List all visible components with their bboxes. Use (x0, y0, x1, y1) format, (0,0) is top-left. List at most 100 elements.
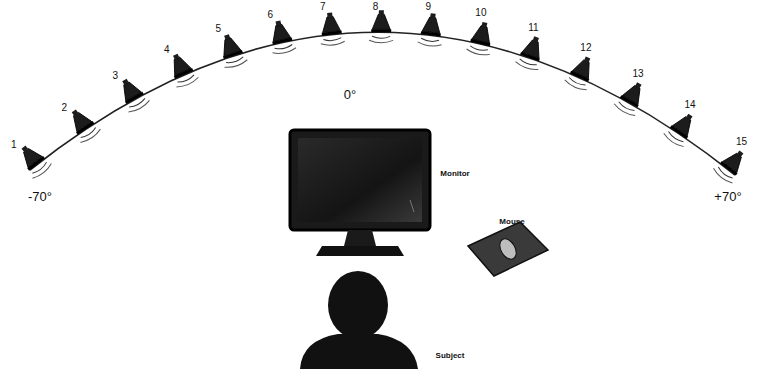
speaker-base (272, 37, 292, 44)
sound-wave (613, 104, 635, 118)
speaker-cone (723, 150, 746, 173)
speaker-cone (321, 16, 340, 33)
sound-wave (323, 38, 341, 42)
speaker-base (520, 52, 540, 61)
speaker-cap (430, 13, 435, 18)
speaker-cap (533, 36, 539, 41)
angle-label: 0° (344, 88, 356, 101)
sound-wave (515, 62, 539, 72)
callout-number: 1 (11, 140, 17, 150)
loudspeaker (564, 53, 599, 92)
callout-number: 14 (684, 100, 695, 110)
speaker-cone (69, 109, 92, 131)
speaker-cap (327, 12, 332, 17)
speaker-cone (119, 79, 142, 101)
sound-wave (80, 129, 101, 144)
callout-number: 10 (475, 8, 486, 18)
speaker-base (174, 68, 194, 79)
loudspeaker (662, 108, 700, 148)
speaker-cone (19, 145, 42, 168)
monitor (290, 130, 430, 256)
subject-shoulders (300, 334, 418, 369)
speaker-cap (22, 146, 28, 152)
sound-wave (466, 49, 490, 57)
subject-head (328, 271, 388, 339)
angle-label: +70° (714, 190, 741, 203)
speaker-base (470, 39, 490, 46)
sound-wave (372, 36, 390, 38)
mouse-body (496, 236, 519, 262)
speaker-cone (622, 83, 645, 105)
loudspeaker (114, 74, 151, 114)
sound-wave (273, 48, 297, 56)
sound-wave (564, 80, 587, 92)
loudspeaker (613, 78, 650, 118)
monitor-screen (298, 138, 422, 222)
speaker-cone (672, 113, 695, 135)
sound-wave (421, 38, 439, 42)
loudspeaker (369, 10, 393, 43)
loudspeaker (14, 140, 53, 180)
speaker-cap (72, 109, 78, 115)
loudspeaker (515, 33, 548, 72)
callout-number: 12 (580, 43, 591, 53)
loudspeaker (164, 50, 199, 89)
speaker-base (371, 29, 391, 32)
callout-number: 2 (62, 103, 68, 113)
sound-wave (224, 60, 248, 70)
speaker-base (223, 50, 243, 59)
sound-wave (129, 98, 146, 108)
callout-number: 15 (736, 137, 747, 147)
sound-wave (519, 59, 537, 67)
monitor-base (316, 246, 404, 256)
speaker-cone (422, 16, 442, 33)
sound-wave (226, 57, 244, 65)
callout-number: 5 (216, 24, 222, 34)
sound-wave (128, 100, 150, 114)
speaker-base (421, 31, 441, 36)
loudspeaker (64, 104, 102, 144)
sound-wave (417, 42, 441, 47)
loudspeaker (417, 12, 445, 47)
mouse-pad (468, 222, 548, 276)
screen-glare (410, 200, 414, 212)
callout-number: 4 (164, 45, 170, 55)
speaker-cap (276, 20, 282, 25)
sound-wave (32, 162, 47, 175)
sound-wave (176, 77, 199, 89)
loudspeaker (215, 31, 248, 69)
speaker-cone (372, 14, 390, 29)
sound-wave (369, 40, 393, 43)
callout-number: 6 (268, 10, 274, 20)
monitor-frame (290, 130, 430, 230)
sound-wave (717, 167, 732, 180)
sound-wave (470, 46, 488, 52)
sound-wave (662, 133, 683, 148)
speaker-cap (482, 22, 488, 27)
callout-number: 13 (633, 69, 644, 79)
loudspeaker (266, 18, 296, 55)
angle-label: -70° (28, 190, 52, 203)
mouse-pad-surface (468, 222, 548, 276)
sound-wave (32, 163, 52, 180)
subject-silhouette (300, 271, 418, 369)
callout-number: 11 (528, 23, 538, 33)
sound-wave (618, 102, 635, 113)
sound-wave (321, 41, 345, 46)
callout-number: 3 (113, 71, 119, 81)
speaker-cap (173, 54, 179, 60)
speaker-cap (224, 34, 230, 39)
speaker-cap (122, 79, 128, 85)
callout-number: 8 (373, 2, 379, 12)
callout-number: 9 (425, 2, 431, 12)
speaker-cap (584, 57, 590, 63)
loudspeaker (712, 145, 751, 185)
speaker-cap (635, 82, 641, 88)
part-label: Mouse (499, 218, 524, 226)
sound-wave (81, 127, 97, 139)
monitor-neck (344, 230, 376, 246)
speaker-base (322, 31, 342, 36)
sound-wave (712, 168, 732, 185)
sound-wave (275, 45, 293, 51)
